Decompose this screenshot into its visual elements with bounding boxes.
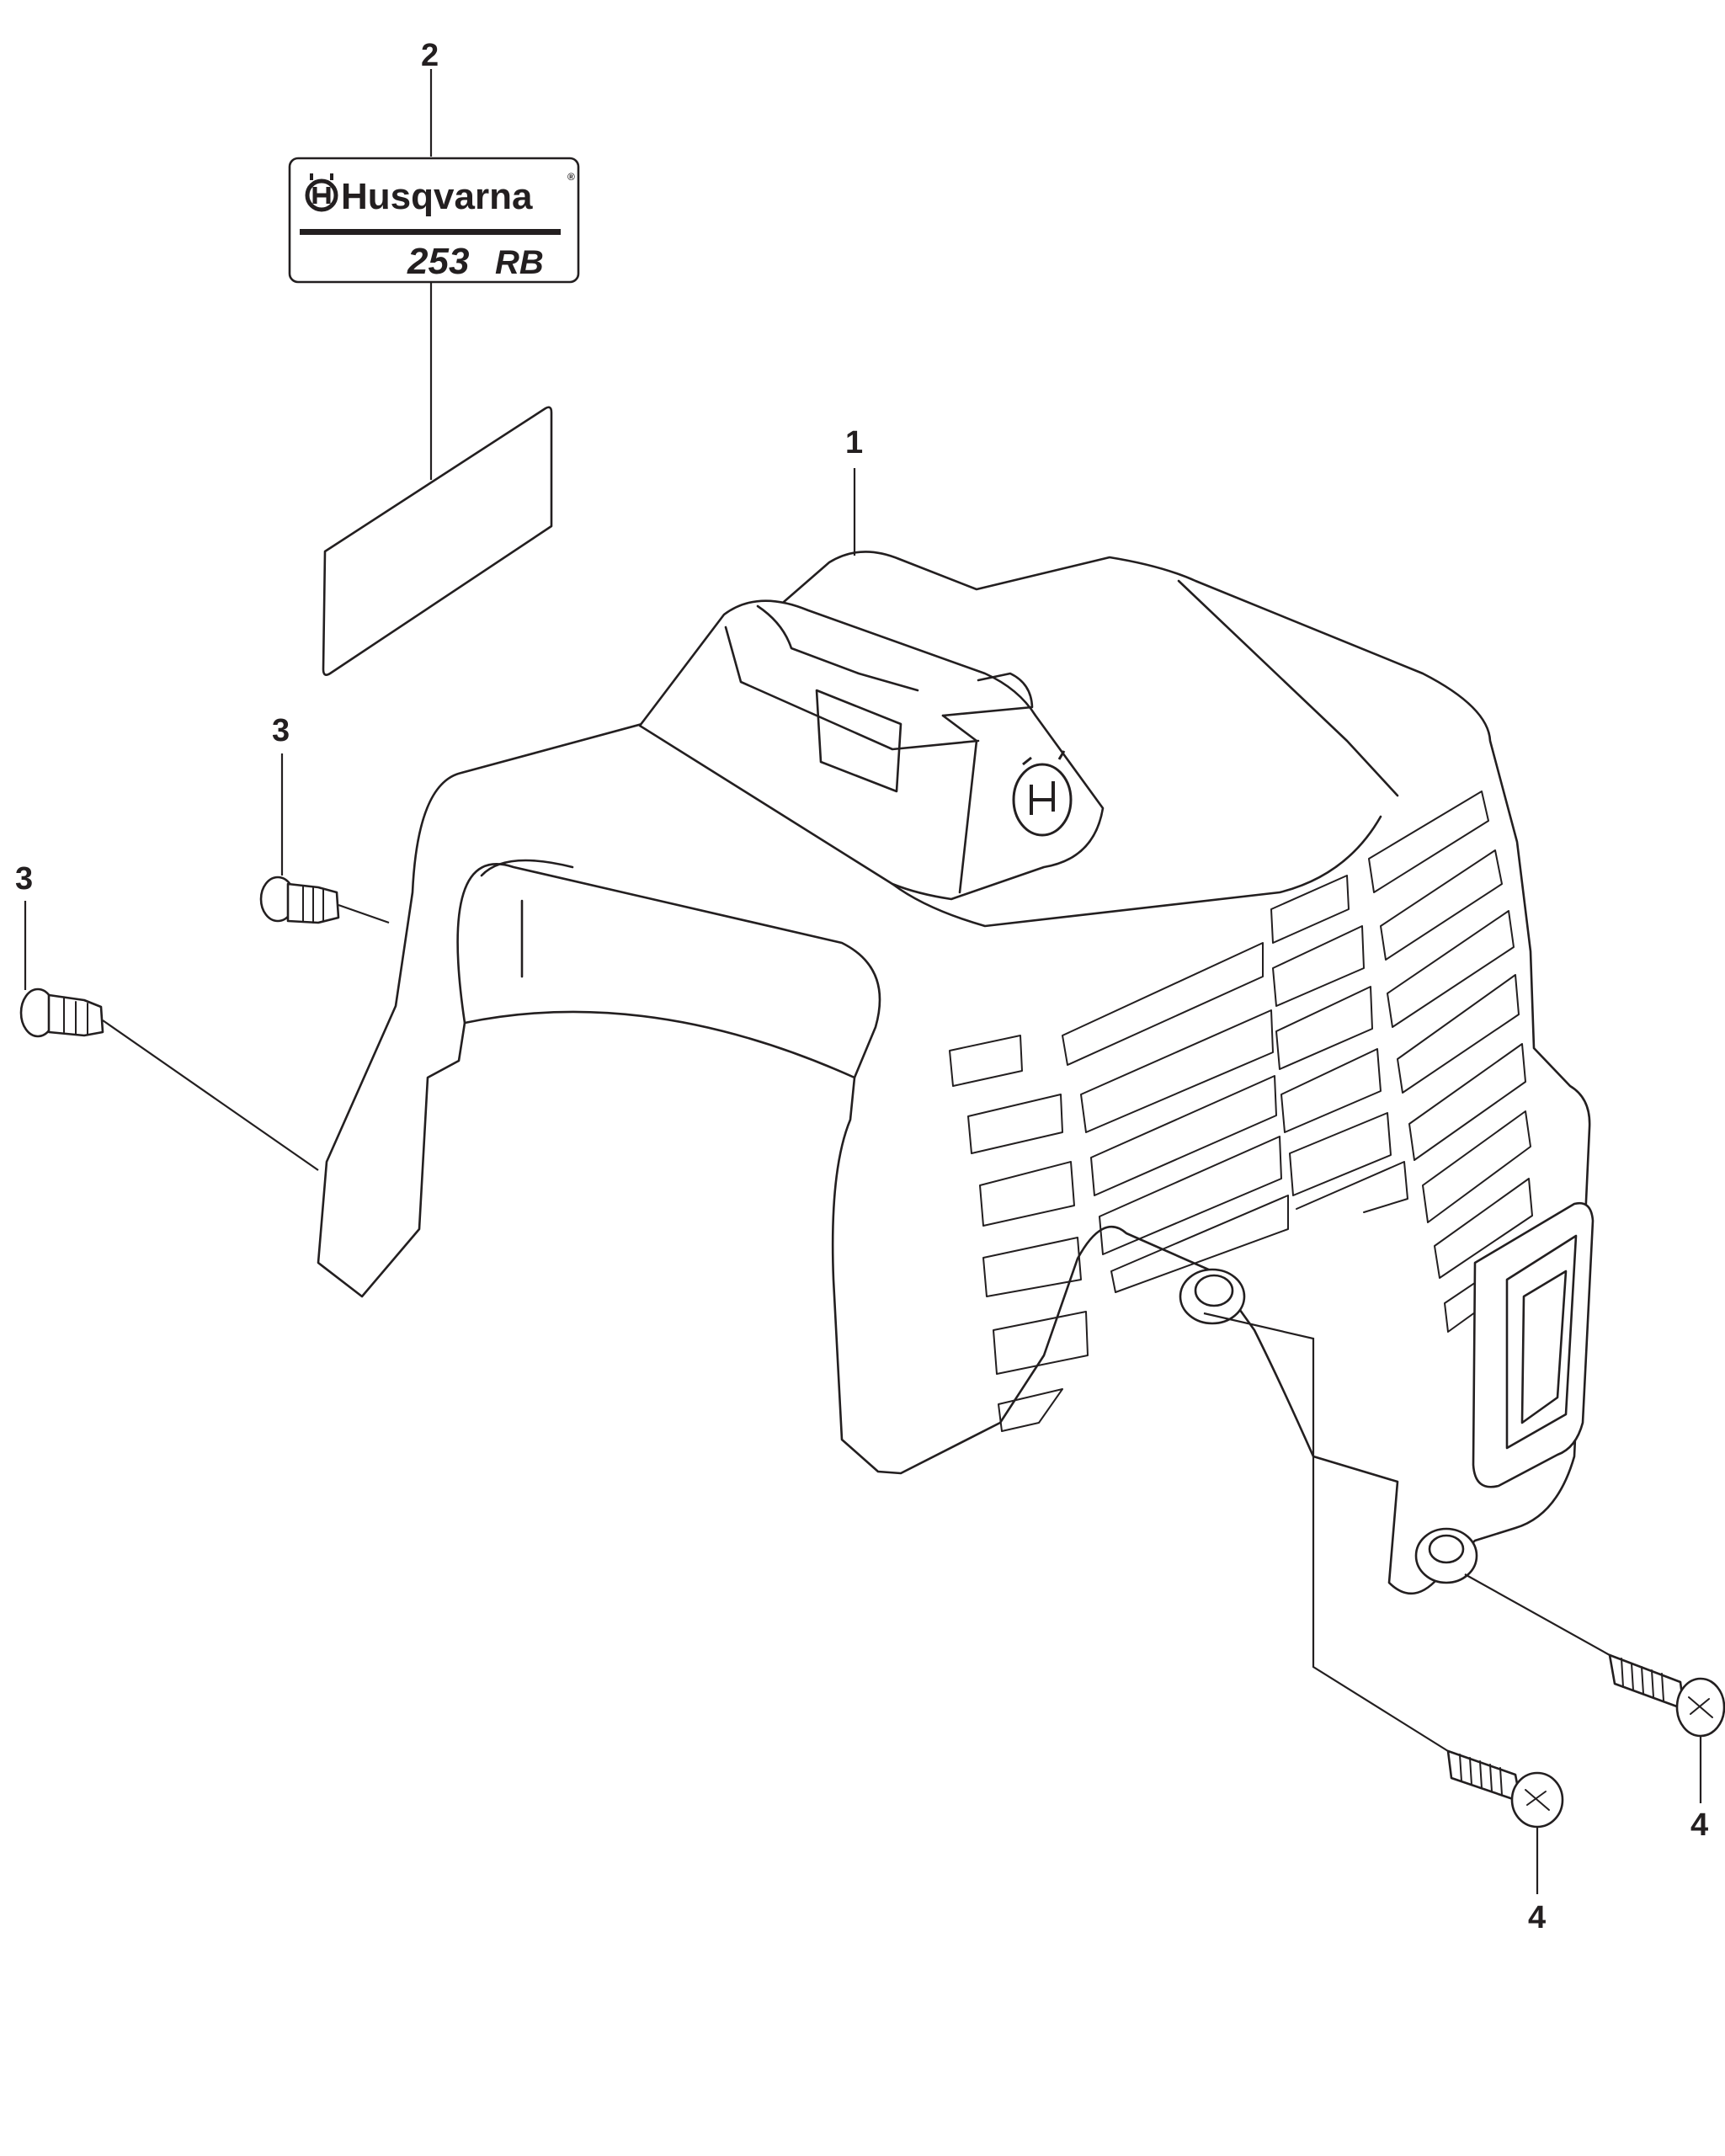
svg-text:®: ® [567, 171, 575, 183]
screw-boss-right [1414, 1527, 1478, 1584]
decal-model-number: 253 [407, 241, 469, 282]
left-grille [949, 1035, 1089, 1432]
decal-label: Husqvarna ® 253 RB [288, 157, 580, 284]
screw-3-upper [259, 876, 340, 924]
husqvarna-logo-icon [305, 173, 338, 212]
decal-brand: Husqvarna [341, 176, 533, 217]
screw-boss-center [1179, 1268, 1246, 1325]
right-grille [1368, 791, 1533, 1333]
screw-4-right [1608, 1653, 1725, 1738]
center-grille [1062, 875, 1408, 1293]
callout-2: 2 [421, 38, 439, 73]
callout-4-center: 4 [1528, 1900, 1546, 1935]
callout-4-right: 4 [1690, 1807, 1708, 1843]
screw-3-lower [19, 988, 104, 1038]
handle-logo-icon [1012, 750, 1073, 837]
decal-model-suffix: RB [495, 244, 544, 281]
engine-cover [317, 551, 1595, 1595]
callout-3-upper: 3 [272, 713, 290, 748]
callout-1: 1 [845, 425, 863, 460]
decal-placeholder [322, 406, 553, 676]
callout-3-lower: 3 [15, 861, 33, 897]
screw-4-center [1446, 1749, 1564, 1829]
